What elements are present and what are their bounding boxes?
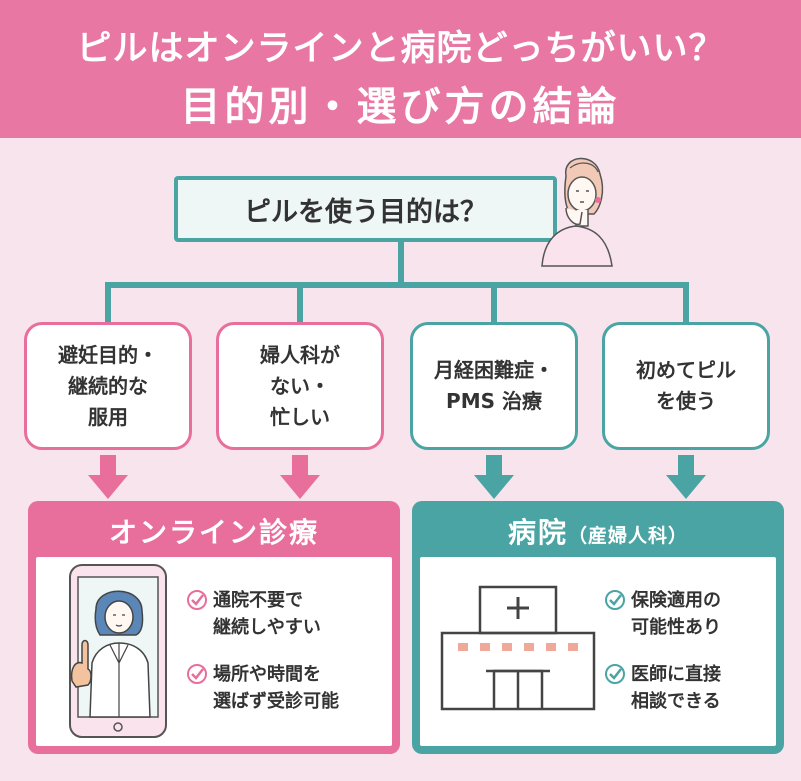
title-line-2: 目的別・選び方の結論 <box>180 84 621 130</box>
purpose-line: 服用 <box>88 404 128 429</box>
check-circle-icon <box>605 590 625 610</box>
check-circle-icon <box>187 590 207 610</box>
purpose-line: 初めてピル <box>636 358 736 382</box>
online-feature-2: 場所や時間を 選ばず受診可能 <box>186 661 339 715</box>
arrow-down-icon <box>474 455 514 499</box>
purpose-treatment: 月経困難症・ PMS 治療 <box>410 322 578 450</box>
thinking-woman-illustration <box>541 157 613 267</box>
hospital-title: 病院 <box>507 516 568 549</box>
hospital-subtitle: （産婦人科） <box>568 525 689 547</box>
feature-line: 医師に直接 <box>631 664 721 685</box>
purpose-line: ない・ <box>270 373 330 398</box>
online-feature-1: 通院不要で 継続しやすい <box>186 587 321 641</box>
purpose-line: 継続的な <box>68 373 148 398</box>
purpose-line: 忙しい <box>270 404 330 429</box>
hospital-building-icon <box>440 585 596 711</box>
feature-line: 保険適用の <box>631 590 721 611</box>
check-circle-icon <box>187 664 207 684</box>
purpose-line: 月経困難症・ <box>434 358 554 382</box>
purpose-line: を使う <box>656 389 716 413</box>
online-panel-body: 通院不要で 継続しやすい 場所や時間を 選ばず受診可能 <box>36 557 392 746</box>
feature-line: 継続しやすい <box>213 617 321 638</box>
feature-line: 相談できる <box>631 691 721 712</box>
purpose-line: 避妊目的・ <box>58 342 158 367</box>
header-banner: ピルはオンラインと病院どっちがいい？ 目的別・選び方の結論 <box>0 0 801 138</box>
hospital-panel-body: 保険適用の 可能性あり 医師に直接 相談できる <box>420 557 776 746</box>
online-consultation-panel: オンライン診療 通院不要で 継続しやすい <box>28 501 400 754</box>
purpose-line: PMS 治療 <box>446 389 542 413</box>
feature-line: 通院不要で <box>213 590 303 611</box>
hospital-feature-1: 保険適用の 可能性あり <box>604 587 721 641</box>
feature-line: 場所や時間を <box>213 664 321 685</box>
arrow-down-icon <box>280 455 320 499</box>
feature-line: 選ばず受診可能 <box>213 691 339 712</box>
title-line-1: ピルはオンラインと病院どっちがいい？ <box>76 29 725 69</box>
online-title: オンライン診療 <box>108 516 319 549</box>
smartphone-doctor-illustration <box>69 564 167 738</box>
purpose-line: 婦人科が <box>260 342 340 367</box>
arrow-down-icon <box>88 455 128 499</box>
purpose-busy: 婦人科が ない・ 忙しい <box>216 322 384 450</box>
hospital-feature-2: 医師に直接 相談できる <box>604 661 721 715</box>
purpose-first-time: 初めてピル を使う <box>602 322 770 450</box>
arrow-down-icon <box>666 455 706 499</box>
check-circle-icon <box>605 664 625 684</box>
purpose-contraception: 避妊目的・ 継続的な 服用 <box>24 322 192 450</box>
hospital-panel: 病院（産婦人科） 保険適用の 可能性あり <box>412 501 784 754</box>
feature-line: 可能性あり <box>631 617 721 638</box>
question-box: ピルを使う目的は？ <box>174 176 557 242</box>
hospital-title-row: 病院（産婦人科） <box>412 511 784 555</box>
